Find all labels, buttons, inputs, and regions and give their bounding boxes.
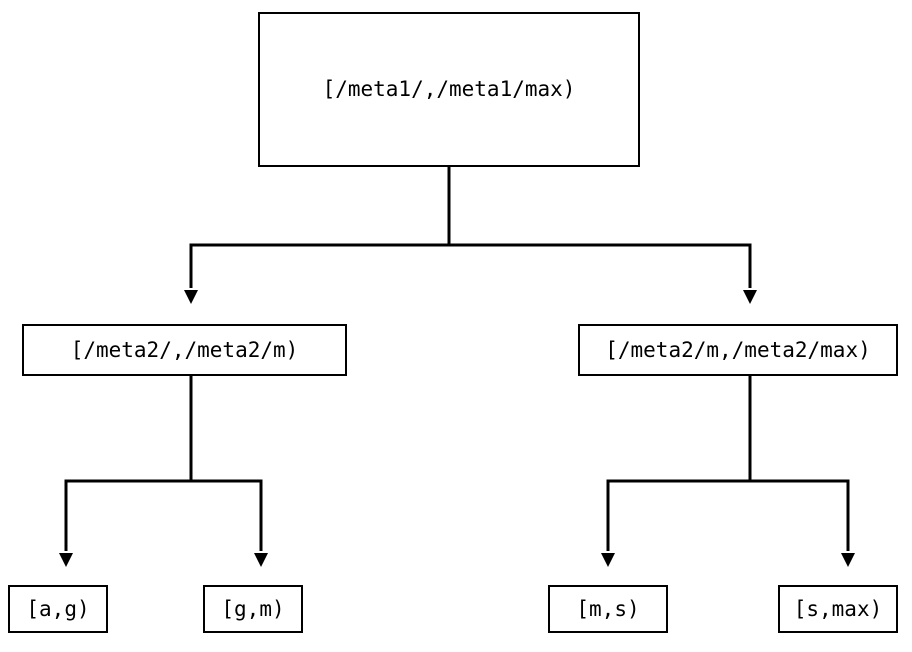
- tree-node-label: [/meta2/,/meta2/m): [70, 337, 299, 362]
- edge-mid-right-ms: [601, 376, 752, 567]
- tree-node-root[interactable]: [/meta1/,/meta1/max): [258, 12, 640, 167]
- tree-node-leaf-ms[interactable]: [m,s): [548, 585, 668, 633]
- tree-node-label: [m,s): [576, 596, 640, 621]
- edge-root-mid-left: [184, 167, 451, 304]
- arrowhead-icon: [841, 553, 855, 567]
- arrowhead-icon: [743, 290, 757, 304]
- tree-node-leaf-smax[interactable]: [s,max): [778, 585, 898, 633]
- edge-mid-right-smax: [748, 376, 855, 567]
- tree-node-label: [/meta2/m,/meta2/max): [605, 337, 871, 362]
- arrowhead-icon: [254, 553, 268, 567]
- tree-node-mid-left[interactable]: [/meta2/,/meta2/m): [22, 324, 347, 376]
- tree-node-label: [a,g): [26, 596, 90, 621]
- tree-node-leaf-gm[interactable]: [g,m): [203, 585, 303, 633]
- edge-mid-left-ag: [59, 376, 193, 567]
- edge-mid-left-gm: [189, 376, 268, 567]
- tree-node-mid-right[interactable]: [/meta2/m,/meta2/max): [578, 324, 898, 376]
- tree-node-label: [/meta1/,/meta1/max): [322, 77, 576, 101]
- arrowhead-icon: [184, 290, 198, 304]
- tree-node-label: [s,max): [793, 596, 883, 621]
- tree-node-leaf-ag[interactable]: [a,g): [8, 585, 108, 633]
- arrowhead-icon: [601, 553, 615, 567]
- arrowhead-icon: [59, 553, 73, 567]
- tree-node-label: [g,m): [221, 596, 285, 621]
- edge-root-mid-right: [447, 167, 757, 304]
